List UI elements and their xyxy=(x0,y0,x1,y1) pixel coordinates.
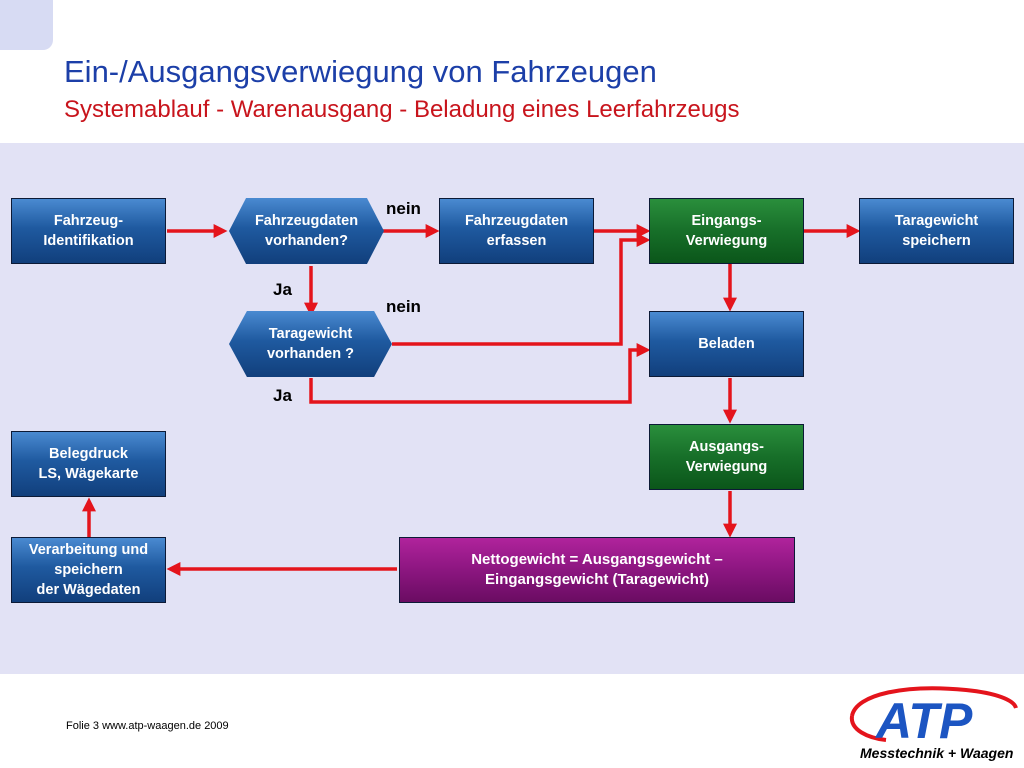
box-entry-weighing: Eingangs-Verwiegung xyxy=(649,198,804,264)
box-net-weight: Nettogewicht = Ausgangsgewicht –Eingangs… xyxy=(399,537,795,603)
label-no-tare: nein xyxy=(386,297,421,316)
page-subtitle: Systemablauf - Warenausgang - Beladung e… xyxy=(64,96,740,123)
corner-tab xyxy=(0,0,53,50)
box-loading: Beladen xyxy=(649,311,804,377)
box-exit-weighing: Ausgangs-Verwiegung xyxy=(649,424,804,490)
atp-logo: ATP Messtechnik + Waagen xyxy=(849,686,1018,761)
arrow-tare-q-to-entry xyxy=(392,233,651,346)
label-yes-tare: Ja xyxy=(273,386,292,405)
footer-text: Folie 3 www.atp-waagen.de 2009 xyxy=(66,720,229,732)
box-vehicle-identification: Fahrzeug-Identifikation xyxy=(11,198,166,264)
logo-tagline: Messtechnik + Waagen xyxy=(860,745,1013,761)
arrow-tare-q-yes-to-loading xyxy=(309,343,651,404)
page-title: Ein-/Ausgangsverwiegung von Fahrzeugen xyxy=(64,54,657,89)
label-yes-vehicle-data: Ja xyxy=(273,280,292,299)
logo-brand: ATP xyxy=(874,693,973,749)
label-no-vehicle-data: nein xyxy=(386,199,421,218)
